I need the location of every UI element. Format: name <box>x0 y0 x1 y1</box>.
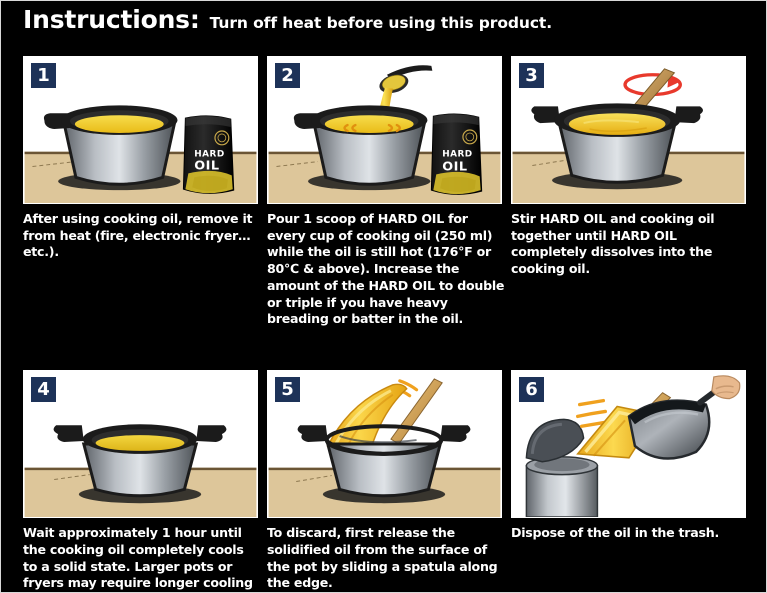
trash-can <box>525 456 599 518</box>
hard-oil-pouch: HARD OIL <box>430 113 483 195</box>
solidified-oil <box>95 435 185 452</box>
cooking-pot <box>43 105 181 191</box>
cooking-pot <box>53 424 227 504</box>
steps-row-top: HARD OIL 1 After using cooking oil, remo… <box>23 56 746 328</box>
step-6-caption: Dispose of the oil in the trash. <box>511 525 720 541</box>
steps-grid: HARD OIL 1 After using cooking oil, remo… <box>23 56 746 592</box>
step-5-badge: 5 <box>275 377 300 403</box>
step-1-badge: 1 <box>31 63 56 88</box>
cooking-pot <box>297 424 471 504</box>
step-6-illustration: 6 <box>511 370 746 519</box>
step-4-badge: 4 <box>31 377 56 403</box>
step-2-illustration: HARD OIL 2 <box>267 56 502 204</box>
step-6-badge: 6 <box>519 377 544 403</box>
header: Instructions: Turn off heat before using… <box>23 5 552 34</box>
steps-row-bottom: 4 Wait approximately 1 hour until the co… <box>23 370 746 592</box>
cooking-pot <box>293 105 431 191</box>
ripple-left <box>343 123 349 133</box>
svg-text:HARD: HARD <box>194 150 224 160</box>
solidified-oil-slab <box>326 383 408 449</box>
step-2-caption: Pour 1 scoop of HARD OIL for every cup o… <box>267 211 505 327</box>
step-3-caption: Stir HARD OIL and cooking oil together u… <box>511 211 715 277</box>
hand <box>711 375 741 400</box>
step-5: 5 To discard, first release the solidifi… <box>267 370 502 592</box>
step-1-caption: After using cooking oil, remove it from … <box>23 211 253 260</box>
svg-text:HARD: HARD <box>442 150 472 160</box>
step-2-badge: 2 <box>275 63 300 88</box>
step-2: HARD OIL 2 Pour 1 scoop of HARD OIL for … <box>267 56 505 328</box>
step-1: HARD OIL 1 After using cooking oil, remo… <box>23 56 258 328</box>
step-4-caption: Wait approximately 1 hour until the cook… <box>23 525 253 591</box>
step-3-illustration: 3 <box>511 56 746 204</box>
stir-arrow-head <box>667 76 681 88</box>
cooking-pot <box>531 103 703 190</box>
trash-can-lid <box>525 418 585 463</box>
step-1-illustration: HARD OIL 1 <box>23 56 258 204</box>
step-3-badge: 3 <box>519 63 544 88</box>
ripple-right <box>387 123 394 133</box>
page-title: Instructions: <box>23 5 200 34</box>
page-subtitle: Turn off heat before using this product. <box>209 14 553 32</box>
step-4-illustration: 4 <box>23 370 258 519</box>
cooking-oil <box>74 115 164 133</box>
hard-oil-pouch: HARD OIL <box>182 115 235 194</box>
step-6: 6 Dispose of the oil in the trash. <box>511 370 746 592</box>
cooking-oil <box>324 115 414 133</box>
step-5-caption: To discard, first release the solidified… <box>267 525 498 591</box>
svg-text:OIL: OIL <box>442 159 467 174</box>
step-3: 3 Stir HARD OIL and cooking oil together… <box>511 56 746 328</box>
step-4: 4 Wait approximately 1 hour until the co… <box>23 370 258 592</box>
step-5-illustration: 5 <box>267 370 502 519</box>
svg-text:OIL: OIL <box>194 158 219 173</box>
